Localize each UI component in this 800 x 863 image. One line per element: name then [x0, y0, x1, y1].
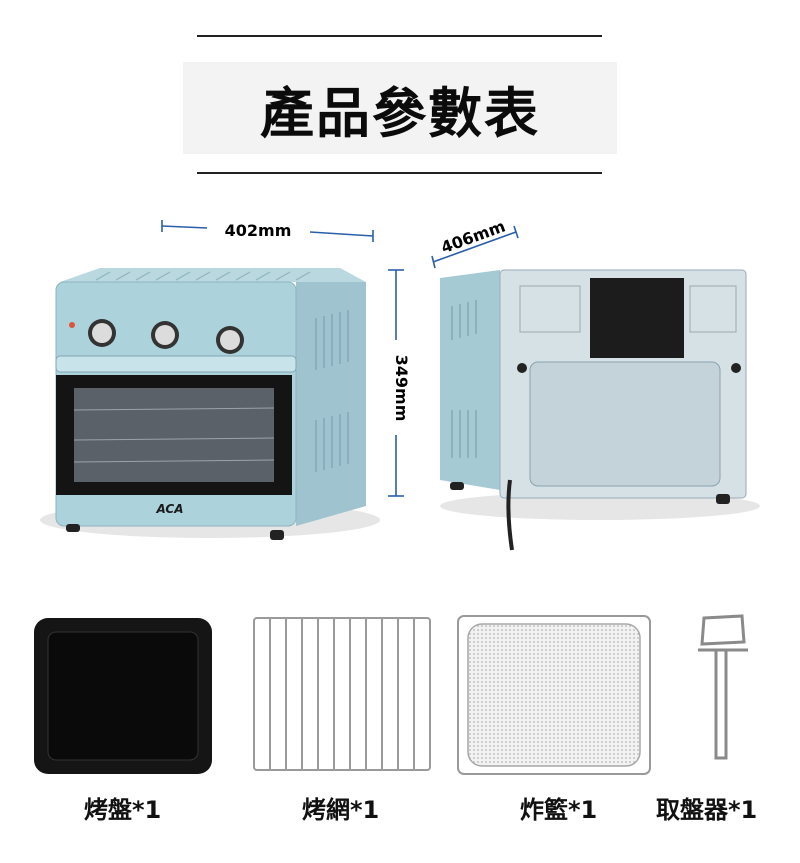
accessories-illustration	[34, 614, 748, 775]
width-dimension-line	[161, 220, 374, 242]
product-diagram: 402mm 406mm 349mm	[40, 216, 760, 551]
accessory-label-tray: 烤盤*1	[84, 796, 162, 824]
oven-brand-logo: ACA	[155, 502, 183, 516]
accessory-label-lifter: 取盤器*1	[656, 796, 758, 824]
title-banner: 產品參數表	[183, 62, 617, 154]
wire-rack-image	[253, 617, 431, 771]
page-title: 產品參數表	[260, 81, 540, 145]
title-bottom-rule	[197, 172, 602, 174]
accessory-label-rack: 烤網*1	[302, 796, 380, 824]
width-label: 402mm	[225, 221, 292, 240]
title-top-rule	[197, 35, 602, 37]
accessory-label-basket: 炸籃*1	[520, 796, 598, 824]
fry-basket-image	[457, 615, 651, 775]
depth-dimension-line	[431, 225, 519, 269]
oven-back-view	[440, 269, 760, 551]
baking-tray-image	[34, 618, 212, 774]
height-dimension-line	[388, 269, 404, 497]
oven-front-view	[40, 268, 380, 540]
tray-lifter-image	[698, 614, 748, 760]
depth-label: 406mm	[439, 216, 508, 257]
height-label: 349mm	[392, 355, 411, 422]
